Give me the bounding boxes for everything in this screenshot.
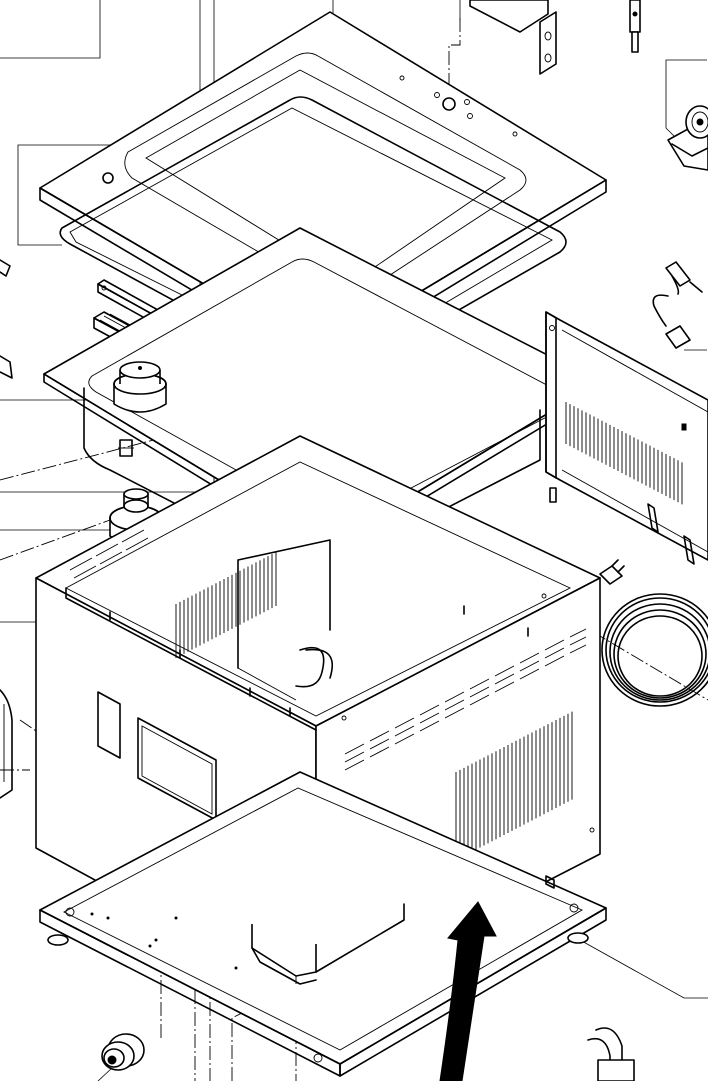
power-cord-coil [599, 559, 708, 707]
left-edge-fragments [0, 259, 13, 799]
probe-rod [629, 0, 641, 53]
sensor-wire [652, 261, 703, 349]
airflow-arrow [439, 901, 497, 1081]
motor [667, 105, 708, 171]
base-plate [39, 771, 607, 1077]
vent-grille-inner [175, 552, 277, 658]
pump-block-bottom [251, 903, 405, 985]
rear-vented-panel [545, 311, 708, 565]
vent-grille-right [455, 711, 573, 860]
bottom-pipe [587, 1027, 635, 1081]
hinge-bracket [469, 0, 557, 75]
vent-slots-top-left [69, 529, 149, 579]
float-switch-left [113, 361, 167, 413]
vent-dashes-right [344, 628, 587, 771]
caster-foot [101, 1033, 145, 1071]
vent-grille-rear [565, 402, 683, 505]
